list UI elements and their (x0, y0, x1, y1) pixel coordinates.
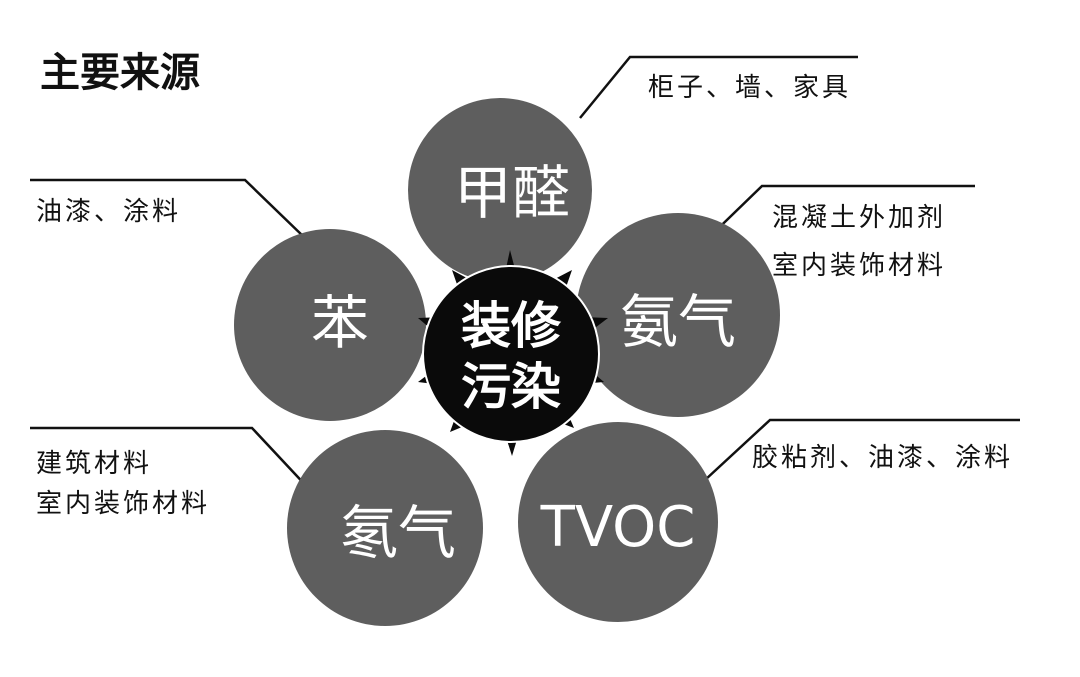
center-label-line1: 装修 (461, 297, 562, 355)
petal-label-radon: 氡气 (340, 499, 456, 567)
source-note-tvoc: 胶粘剂、油漆、涂料 (752, 443, 1013, 473)
petal-formaldehyde (408, 98, 592, 282)
petal-label-formaldehyde: 甲醛 (454, 159, 570, 227)
center-label-line2: 污染 (461, 358, 561, 416)
leader-line-benzene (30, 178, 306, 239)
source-note-radon-1: 建筑材料 (36, 449, 152, 479)
source-note-benzene: 油漆、涂料 (36, 197, 181, 227)
petal-benzene (234, 229, 426, 421)
petal-tvoc (518, 422, 718, 622)
petal-radon (287, 430, 483, 626)
source-note-radon-2: 室内装饰材料 (36, 489, 210, 519)
center-circle (422, 265, 600, 443)
source-note-ammonia-1: 混凝土外加剂 (772, 203, 946, 233)
petal-label-benzene: 苯 (311, 289, 369, 357)
petal-label-tvoc: TVOC (540, 495, 696, 560)
petal-ammonia (576, 213, 780, 417)
leader-line-tvoc (704, 418, 1020, 481)
leader-line-formaldehyde (579, 55, 858, 119)
page-title: 主要来源 (40, 50, 200, 96)
petal-label-ammonia: 氨气 (620, 288, 736, 356)
source-note-ammonia-2: 室内装饰材料 (772, 251, 946, 281)
leader-line-radon (30, 426, 311, 491)
source-note-formaldehyde: 柜子、墙、家具 (648, 73, 851, 103)
